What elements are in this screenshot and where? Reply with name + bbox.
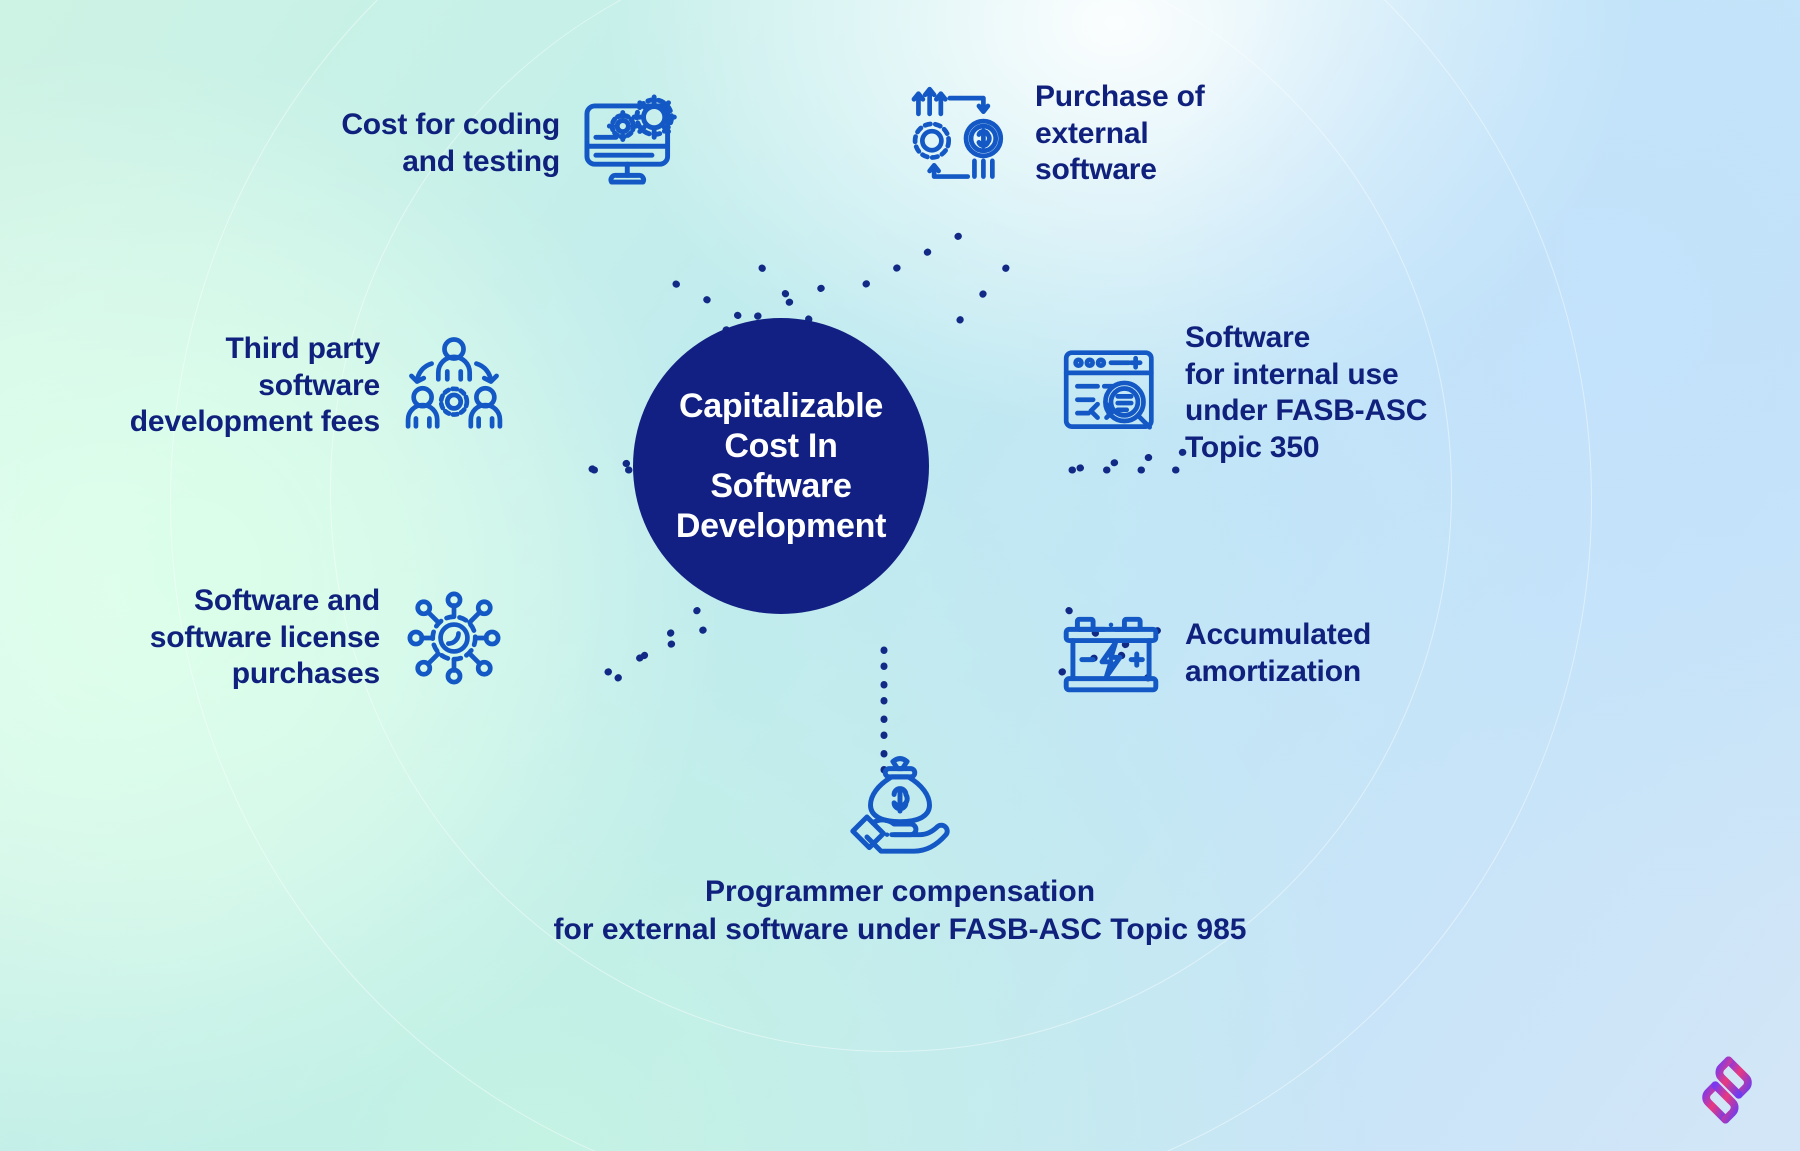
node-label: Purchase of external software (1035, 80, 1205, 187)
node-accumulated-amortization[interactable]: Accumulated amortization (1055, 598, 1575, 710)
team-gear-icon (398, 330, 510, 442)
browser-code-search-icon (1055, 337, 1167, 449)
node-label: Programmer compensation for external sof… (553, 875, 1247, 946)
node-label: Software and software license purchases (149, 584, 380, 691)
node-programmer-compensation[interactable]: Programmer compensation for external sof… (0, 745, 1800, 948)
battery-bolt-icon (1055, 598, 1167, 710)
brand-logo[interactable] (1688, 1051, 1766, 1129)
monitor-gears-icon (578, 88, 690, 200)
node-third-party-software-development-fees[interactable]: Third party software development fees (60, 330, 510, 442)
node-purchase-of-external-software[interactable]: Purchase of external software (905, 78, 1375, 190)
node-label: Software for internal use under FASB-ASC… (1185, 321, 1428, 464)
hand-money-bag-icon (841, 745, 959, 863)
center-hub-title: Capitalizable Cost In Software Developme… (675, 386, 887, 546)
node-cost-for-coding-and-testing[interactable]: Cost for coding and testing (250, 88, 690, 200)
center-hub: Capitalizable Cost In Software Developme… (633, 318, 929, 614)
node-label: Third party software development fees (129, 332, 380, 439)
node-software-and-software-license-purchases[interactable]: Software and software license purchases (60, 582, 510, 694)
node-label: Cost for coding and testing (341, 108, 560, 178)
gear-coin-exchange-icon (905, 78, 1017, 190)
node-software-for-internal-use[interactable]: Software for internal use under FASB-ASC… (1055, 320, 1615, 466)
gear-network-icon (398, 582, 510, 694)
node-label: Accumulated amortization (1185, 618, 1372, 688)
